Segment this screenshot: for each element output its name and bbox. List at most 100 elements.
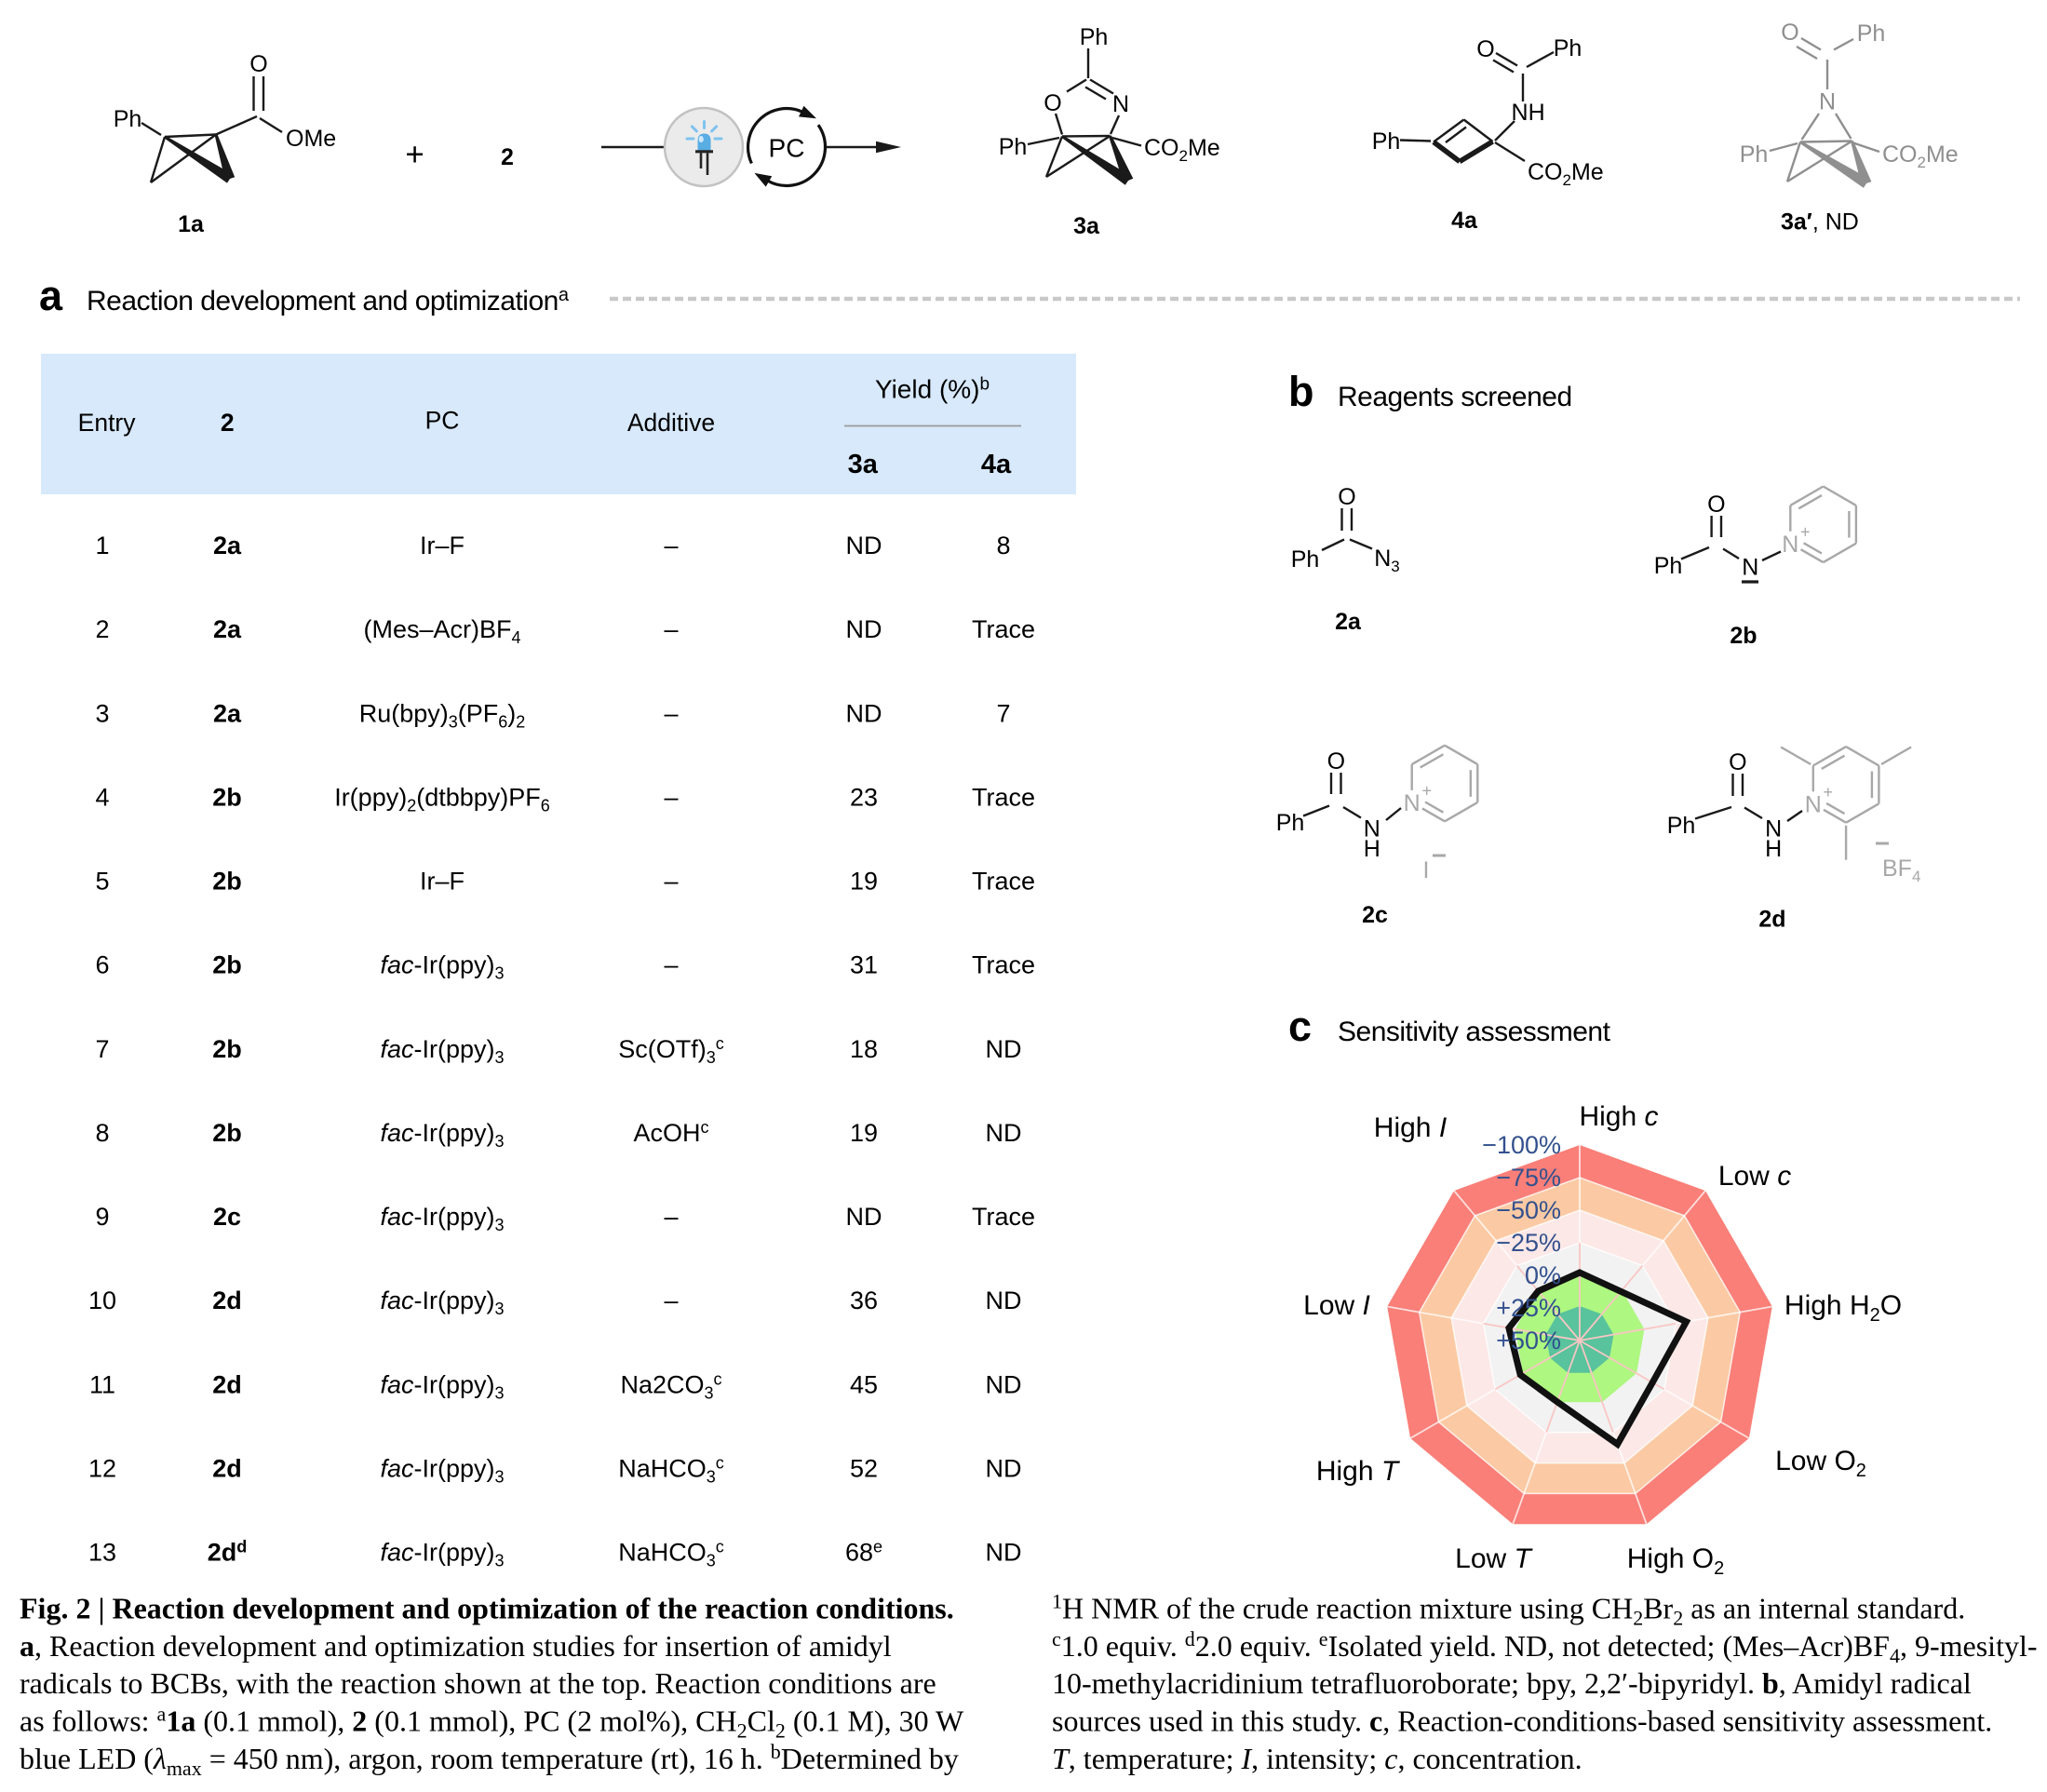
svg-text:4a: 4a bbox=[1451, 208, 1478, 234]
svg-text:7: 7 bbox=[996, 699, 1010, 727]
svg-text:2a: 2a bbox=[213, 615, 242, 643]
svg-text:N: N bbox=[1782, 532, 1798, 558]
svg-text:fac-Ir(ppy)3​: fac-Ir(ppy)3​ bbox=[380, 1035, 504, 1067]
svg-text:ND: ND bbox=[986, 1119, 1022, 1147]
svg-text:ND: ND bbox=[846, 699, 882, 727]
svg-text:+50%: +50% bbox=[1496, 1327, 1561, 1354]
svg-text:2d: 2d bbox=[212, 1287, 242, 1314]
svg-text:ND: ND bbox=[986, 1035, 1022, 1063]
svg-text:c: c bbox=[1288, 1003, 1312, 1050]
svg-text:52: 52 bbox=[850, 1454, 878, 1482]
svg-text:2d: 2d bbox=[212, 1370, 242, 1398]
svg-text:8: 8 bbox=[95, 1119, 109, 1147]
svg-text:PC: PC bbox=[425, 407, 460, 435]
svg-text:23: 23 bbox=[850, 784, 878, 812]
svg-text:fac-Ir(ppy)3​: fac-Ir(ppy)3​ bbox=[380, 1539, 504, 1570]
svg-text:N: N bbox=[1404, 790, 1421, 816]
svg-text:–: – bbox=[664, 868, 678, 896]
svg-text:O: O bbox=[1476, 36, 1494, 62]
svg-text:2a: 2a bbox=[213, 532, 242, 559]
svg-text:Ph: Ph bbox=[1554, 35, 1582, 61]
svg-text:(Mes–Acr)BF4​: (Mes–Acr)BF4​ bbox=[363, 615, 520, 647]
svg-text:N: N bbox=[1805, 791, 1822, 817]
svg-text:fac-Ir(ppy)3​: fac-Ir(ppy)3​ bbox=[380, 1203, 504, 1234]
svg-text:fac-Ir(ppy)3​: fac-Ir(ppy)3​ bbox=[380, 1287, 504, 1318]
svg-text:H: H bbox=[1765, 836, 1782, 862]
svg-text:Ph: Ph bbox=[114, 106, 142, 132]
svg-text:–: – bbox=[664, 1287, 678, 1314]
svg-text:0%: 0% bbox=[1525, 1261, 1561, 1289]
svg-text:Reaction development and optim: Reaction development and optimizationa​ bbox=[87, 285, 570, 317]
svg-text:a, Reaction development and op: a, Reaction development and optimization… bbox=[20, 1629, 892, 1663]
svg-text:Low T: Low T bbox=[1455, 1543, 1533, 1574]
svg-text:Trace: Trace bbox=[972, 951, 1035, 979]
svg-text:2b: 2b bbox=[1730, 623, 1757, 649]
svg-text:High I: High I bbox=[1374, 1112, 1447, 1143]
svg-text:+: + bbox=[405, 137, 424, 173]
svg-text:–: – bbox=[664, 532, 678, 559]
svg-text:4a: 4a bbox=[981, 450, 1012, 479]
svg-text:ND: ND bbox=[846, 1203, 882, 1231]
svg-text:Entry: Entry bbox=[78, 409, 137, 437]
svg-text:NH: NH bbox=[1512, 100, 1545, 126]
svg-text:Ru(bpy)3​(PF6​)2​: Ru(bpy)3​(PF6​)2​ bbox=[359, 699, 526, 731]
svg-text:3a: 3a bbox=[848, 450, 879, 479]
svg-text:18: 18 bbox=[850, 1035, 878, 1063]
svg-text:Ir(ppy)2​(dtbbpy)PF6​: Ir(ppy)2​(dtbbpy)PF6​ bbox=[334, 784, 550, 815]
svg-text:NaHCO3​c​: NaHCO3​c​ bbox=[618, 1538, 724, 1570]
svg-text:36: 36 bbox=[850, 1287, 878, 1314]
svg-text:ND: ND bbox=[986, 1370, 1022, 1398]
svg-text:Trace: Trace bbox=[972, 1203, 1035, 1231]
svg-text:2b: 2b bbox=[212, 868, 242, 896]
svg-text:3a′, ND: 3a′, ND bbox=[1781, 209, 1859, 236]
svg-text:10-methylacridinium tetrafluor: 10-methylacridinium tetrafluoroborate; b… bbox=[1052, 1666, 1972, 1700]
svg-text:2c: 2c bbox=[1362, 902, 1388, 928]
svg-text:N: N bbox=[1112, 91, 1129, 117]
svg-text:2c: 2c bbox=[213, 1203, 241, 1231]
svg-text:fac-Ir(ppy)3​: fac-Ir(ppy)3​ bbox=[380, 1454, 504, 1486]
svg-text:4: 4 bbox=[95, 784, 109, 812]
svg-text:Trace: Trace bbox=[972, 868, 1035, 896]
svg-text:N: N bbox=[1742, 554, 1758, 580]
svg-text:Low O2​: Low O2​ bbox=[1775, 1446, 1866, 1481]
svg-text:10: 10 bbox=[88, 1287, 116, 1314]
svg-text:blue LED (λmax​ = 450 nm), arg: blue LED (λmax​ = 450 nm), argon, room t… bbox=[20, 1740, 959, 1780]
svg-text:O: O bbox=[1327, 748, 1345, 775]
svg-text:Ph: Ph bbox=[1740, 141, 1769, 168]
svg-text:fac-Ir(ppy)3​: fac-Ir(ppy)3​ bbox=[380, 1119, 504, 1151]
svg-text:+: + bbox=[1824, 783, 1834, 802]
svg-text:High c: High c bbox=[1579, 1101, 1658, 1132]
svg-text:Yield (%)b​: Yield (%)b​ bbox=[875, 375, 990, 404]
svg-text:2: 2 bbox=[221, 409, 235, 437]
svg-text:b: b bbox=[1288, 368, 1314, 415]
svg-text:O: O bbox=[1338, 484, 1355, 510]
svg-text:+: + bbox=[1421, 782, 1432, 801]
svg-text:2a: 2a bbox=[213, 699, 242, 727]
svg-text:Ph: Ph bbox=[1372, 128, 1401, 155]
svg-text:Ph: Ph bbox=[999, 134, 1028, 160]
svg-text:c​1.0 equiv. d​2.0 equiv. e​Is: c​1.0 equiv. d​2.0 equiv. e​Isolated yie… bbox=[1052, 1627, 2038, 1667]
svg-text:45: 45 bbox=[850, 1370, 878, 1398]
svg-text:31: 31 bbox=[850, 951, 878, 979]
svg-text:High H2​O: High H2​O bbox=[1784, 1290, 1902, 1326]
svg-text:Ph: Ph bbox=[1276, 810, 1305, 836]
svg-text:+25%: +25% bbox=[1496, 1294, 1561, 1322]
svg-text:High O2​: High O2​ bbox=[1627, 1543, 1725, 1579]
svg-text:O: O bbox=[1044, 90, 1061, 116]
svg-text:2: 2 bbox=[95, 615, 109, 643]
svg-text:AcOHc​: AcOHc​ bbox=[633, 1118, 708, 1147]
svg-text:Trace: Trace bbox=[972, 615, 1035, 643]
svg-text:−100%: −100% bbox=[1482, 1131, 1561, 1159]
svg-text:–: – bbox=[664, 1203, 678, 1231]
svg-text:Ph: Ph bbox=[1857, 20, 1886, 47]
svg-text:2b: 2b bbox=[212, 784, 242, 812]
svg-text:Low c: Low c bbox=[1718, 1161, 1791, 1192]
svg-text:19: 19 bbox=[850, 868, 878, 896]
svg-text:H: H bbox=[1364, 836, 1380, 862]
svg-text:ND: ND bbox=[986, 1454, 1022, 1482]
svg-text:Ph: Ph bbox=[1667, 813, 1696, 839]
svg-text:Low I: Low I bbox=[1303, 1290, 1370, 1321]
svg-text:radicals to BCBs, with the rea: radicals to BCBs, with the reaction show… bbox=[20, 1666, 936, 1700]
svg-text:Reagents screened: Reagents screened bbox=[1338, 382, 1572, 412]
svg-text:1: 1 bbox=[95, 532, 109, 559]
